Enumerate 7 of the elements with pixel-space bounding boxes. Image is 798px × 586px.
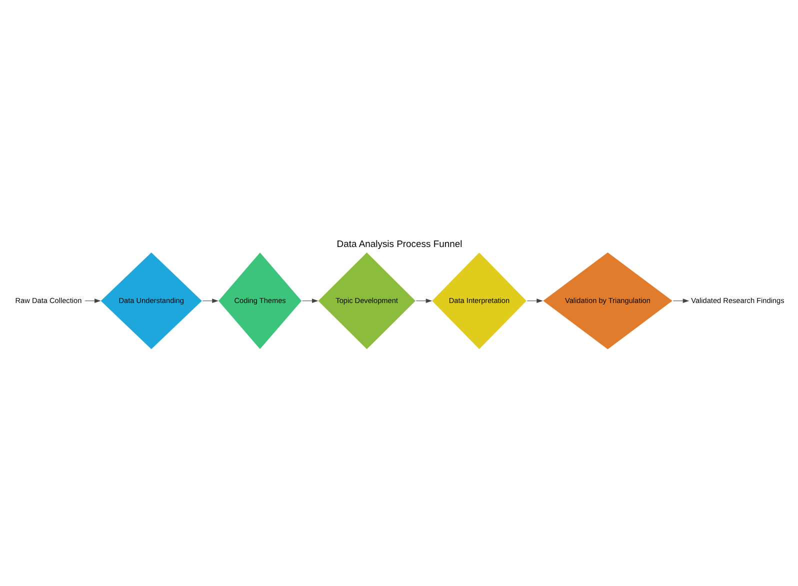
arrow — [526, 298, 542, 303]
arrow — [302, 298, 318, 303]
arrow — [202, 298, 218, 303]
diagram-title: Data Analysis Process Funnel — [336, 238, 462, 250]
arrow — [415, 298, 432, 303]
arrow — [84, 298, 100, 303]
arrow — [672, 298, 689, 303]
